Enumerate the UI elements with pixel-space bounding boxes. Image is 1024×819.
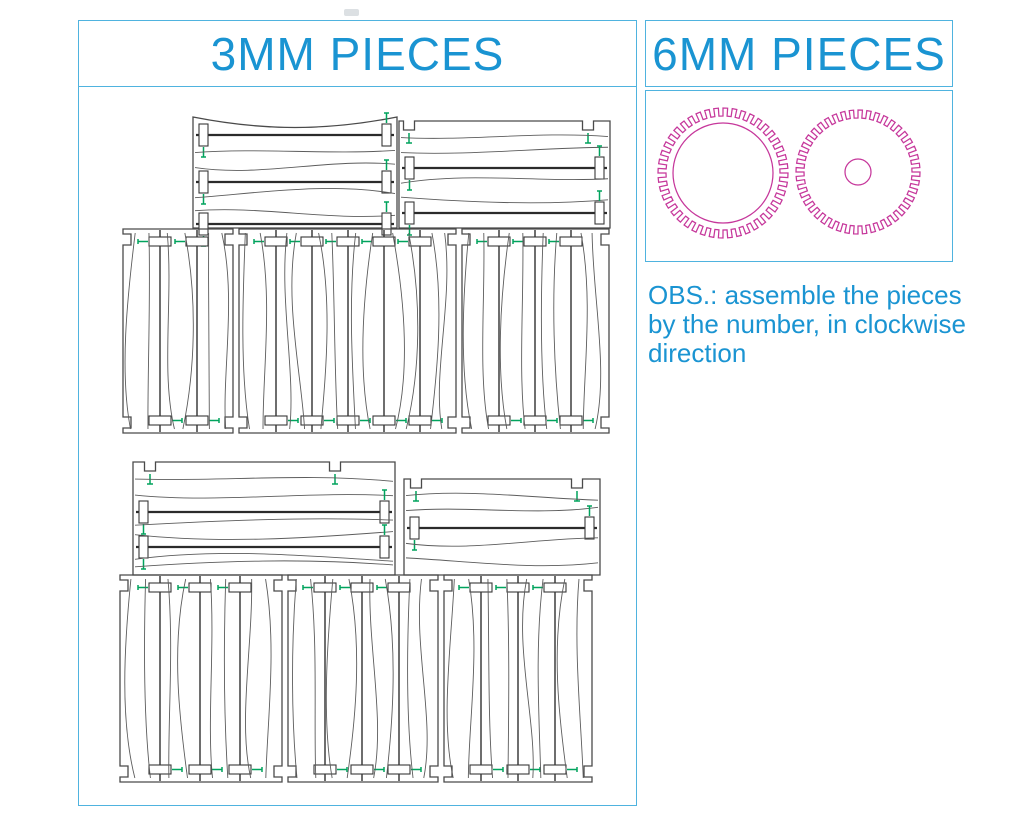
panel-3mm-title: 3MM PIECES [210, 27, 505, 80]
panel-6mm-title: 6MM PIECES [652, 27, 946, 80]
panel-6mm-pieces-box [645, 90, 953, 262]
panel-3mm-header: 3MM PIECES [79, 21, 636, 87]
panel-6mm-header: 6MM PIECES [645, 20, 953, 87]
assembly-note-line: direction [648, 338, 747, 369]
scan-artifact [344, 9, 359, 16]
assembly-note-line: by the number, in clockwise [648, 309, 966, 340]
assembly-note-line: OBS.: assemble the pieces [648, 280, 962, 310]
panel-3mm: 3MM PIECES [78, 20, 637, 806]
assembly-note: OBS.: assemble the pieces by the number,… [648, 280, 978, 369]
